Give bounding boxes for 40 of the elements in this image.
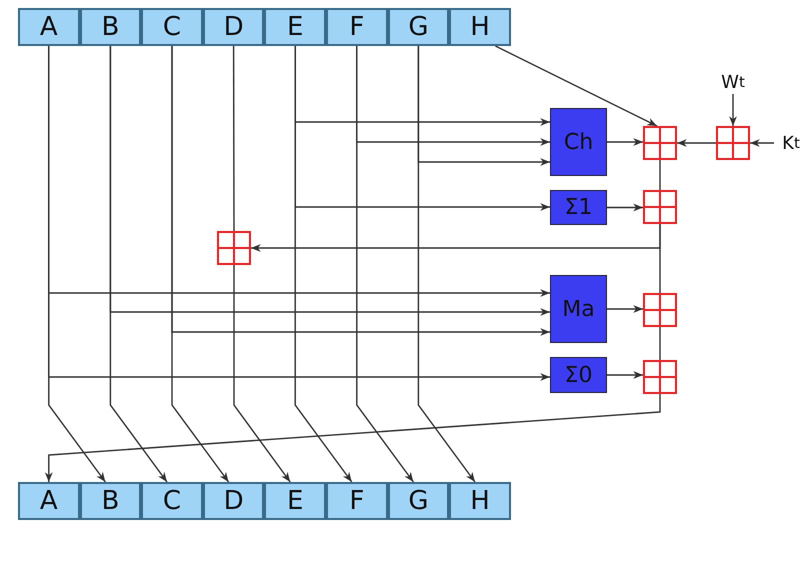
register-cell: E [264, 482, 326, 520]
connector-line [659, 160, 661, 190]
register-cell: H [449, 8, 511, 46]
register-cell: E [264, 8, 326, 46]
register-cell: D [202, 8, 264, 46]
connector-line [659, 224, 661, 293]
arrow [171, 46, 230, 482]
arrow [607, 204, 643, 212]
arrow [677, 139, 716, 147]
arrow [356, 46, 414, 482]
register-cell: G [388, 482, 450, 520]
register-cell: B [80, 482, 142, 520]
register-cell: D [202, 482, 264, 520]
arrow [607, 305, 643, 313]
register-cell: H [449, 482, 511, 520]
arrow [110, 46, 168, 482]
register-cell: A [18, 8, 80, 46]
register-cell: C [141, 482, 203, 520]
function-box: Ma [550, 275, 607, 343]
function-box: Σ0 [550, 357, 607, 393]
arrow [294, 46, 352, 482]
register-cell: C [141, 8, 203, 46]
arrow [233, 265, 291, 482]
arrow [48, 46, 106, 482]
arrow [495, 45, 658, 127]
arrow [729, 94, 737, 126]
arrow [44, 394, 661, 482]
connector-line [232, 46, 235, 231]
function-box: Ch [550, 108, 607, 176]
register-cell: F [326, 482, 388, 520]
register-cell: G [388, 8, 450, 46]
function-box: Σ1 [550, 190, 607, 225]
arrow [418, 46, 476, 482]
register-cell: A [18, 482, 80, 520]
connector-line [659, 327, 661, 360]
register-cell: B [80, 8, 142, 46]
arrow [607, 138, 643, 146]
arrow [750, 139, 774, 147]
register-cell: F [326, 8, 388, 46]
arrow [607, 371, 643, 379]
